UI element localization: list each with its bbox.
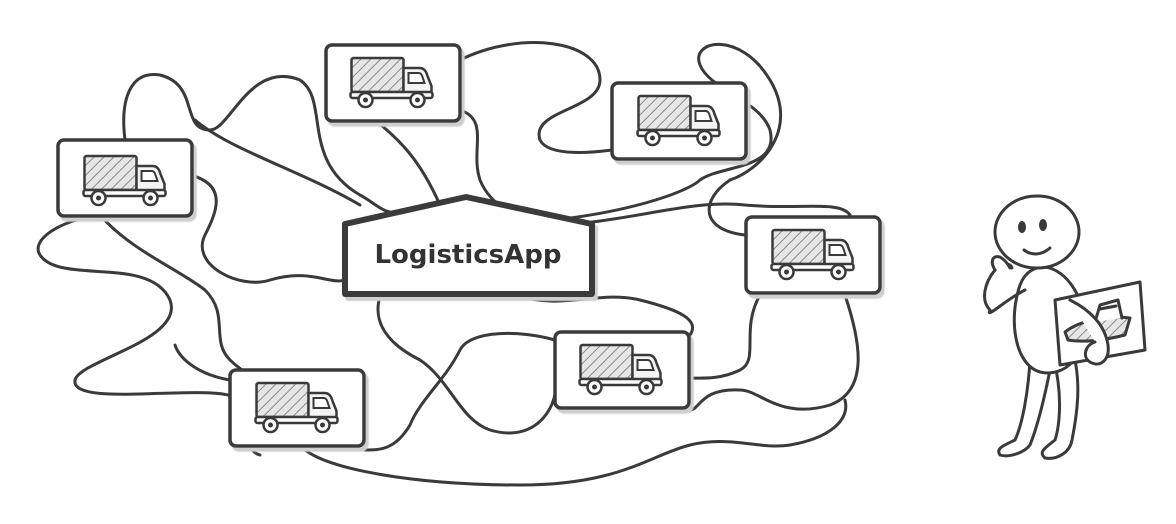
truck-card-1 [56,138,194,218]
hub-label: LogisticsApp [374,240,561,270]
connection-line [518,294,694,337]
truck-card-3 [610,81,748,161]
connection-line [173,343,232,382]
connection-line [188,173,347,284]
thinking-person-icon [983,194,1147,460]
connection-line [590,202,852,224]
connection-line [688,293,762,380]
connection-line [376,294,558,435]
truck-card-5 [553,330,691,410]
connection-line [458,42,783,223]
connection-line [36,213,262,457]
connection-line [373,118,442,207]
connection-line [688,293,860,412]
logistics-app-hub [342,194,595,297]
connection-line [707,178,747,237]
connection-line [363,332,557,452]
connection-line [122,72,392,214]
hub-shape [342,194,595,297]
connection-lines [36,41,860,487]
truck-card-2 [324,43,462,123]
connection-line [193,118,362,207]
truck-card-4 [744,215,882,295]
truck-card-6 [228,368,366,448]
connection-line [458,41,614,154]
connection-line [298,398,848,487]
